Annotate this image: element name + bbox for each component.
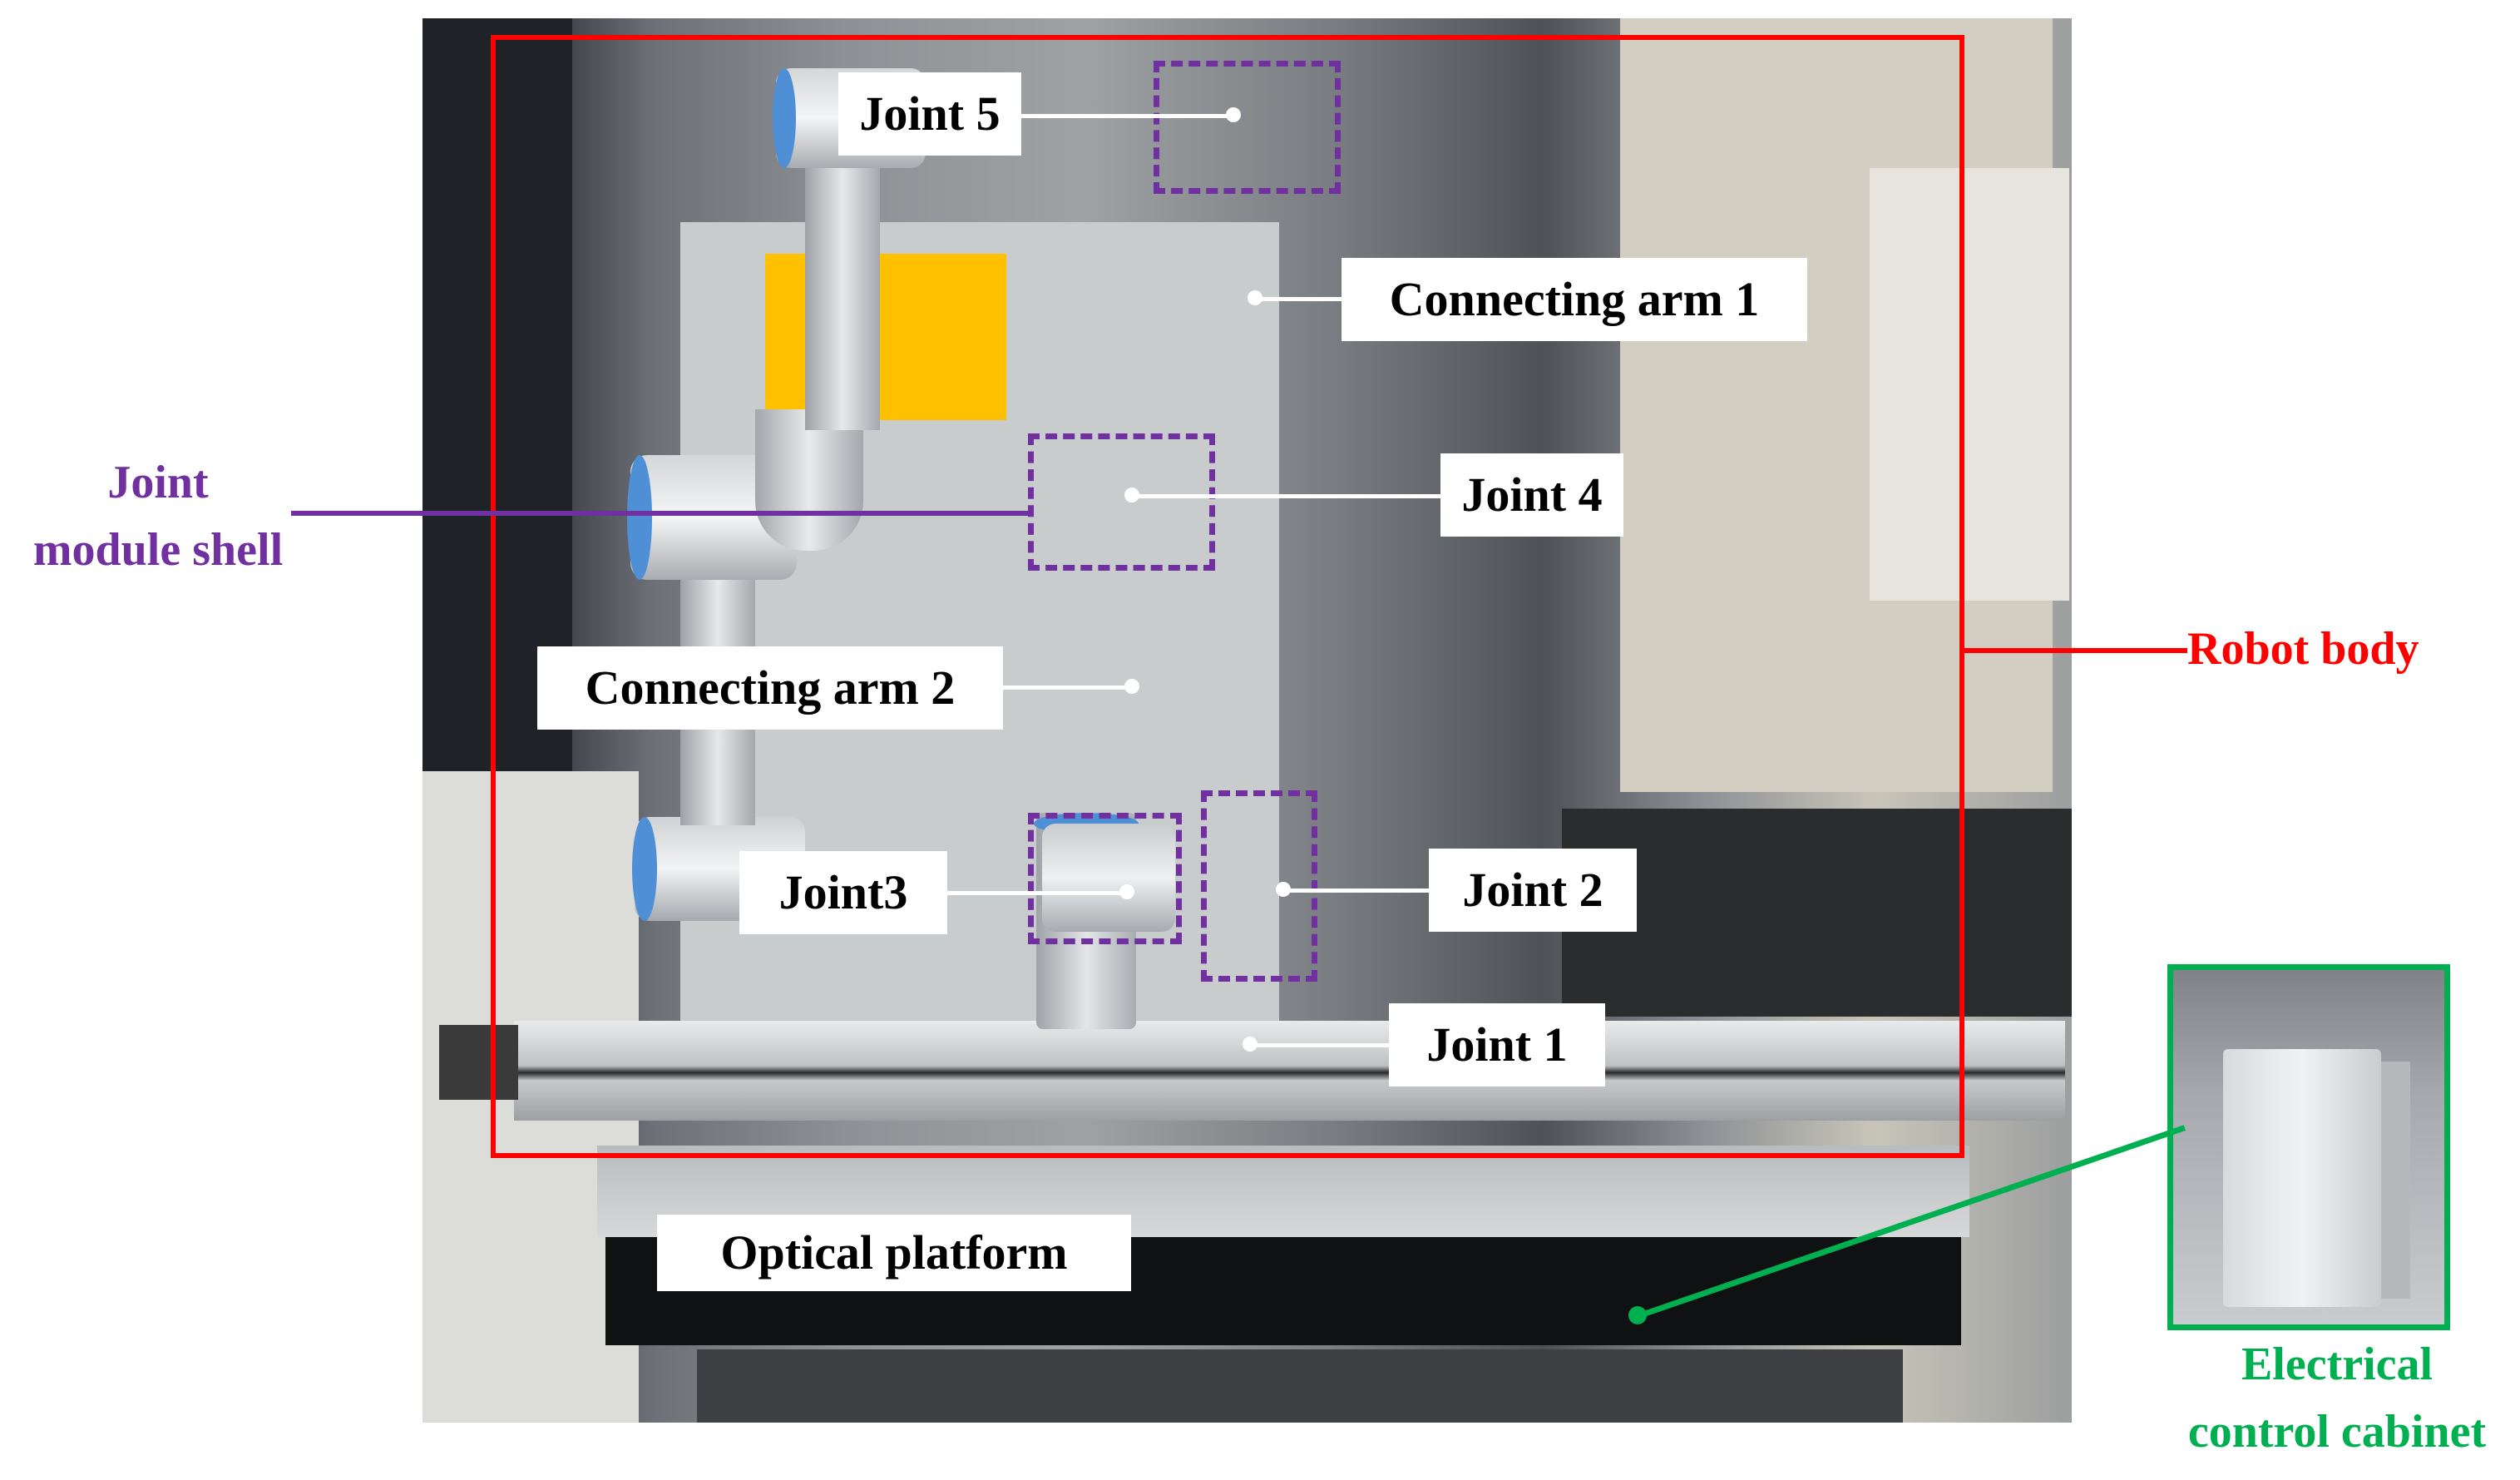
- connecting-arm1-leader: [1258, 297, 1342, 301]
- joint5-blue-cap: [773, 68, 796, 168]
- robot-body-leader: [1964, 648, 2187, 653]
- connecting-arm2-dot: [1124, 679, 1139, 694]
- joint-module-shell-line1: Joint: [107, 457, 209, 508]
- joint-module-shell-leader: [291, 511, 1031, 516]
- connecting-arm1-label: Connecting arm 1: [1342, 258, 1807, 341]
- robot-body-label: Robot body: [2187, 623, 2419, 675]
- cabinet-box: [2223, 1049, 2381, 1307]
- connecting-arm2-label: Connecting arm 2: [537, 646, 1003, 730]
- electrical-cabinet-dot: [1628, 1306, 1647, 1324]
- workbench-right: [1562, 809, 2072, 1017]
- joint2-shell-box: [1201, 790, 1317, 982]
- elbow-link: [755, 409, 863, 551]
- optical-platform-label: Optical platform: [657, 1215, 1131, 1291]
- electrical-cabinet-inset: [2167, 964, 2450, 1330]
- joint4-leader: [1135, 494, 1440, 498]
- joint2-leader: [1285, 888, 1429, 893]
- robot-body-frame: [491, 35, 1964, 1158]
- joint2-label: Joint 2: [1429, 849, 1637, 932]
- joint2-dot: [1276, 882, 1291, 897]
- joint5-shell-box: [1154, 61, 1341, 194]
- joint3-blue-cap: [632, 817, 657, 921]
- joint-module-shell-line2: module shell: [32, 524, 284, 577]
- joint1-leader: [1252, 1043, 1389, 1047]
- rail-motor: [439, 1025, 518, 1100]
- joint1-dot: [1243, 1037, 1258, 1052]
- joint3-label: Joint3: [739, 851, 947, 934]
- joint4-dot: [1124, 488, 1139, 502]
- joint1-label: Joint 1: [1389, 1003, 1605, 1086]
- joint4-blue-cap: [627, 455, 652, 580]
- joint3-leader: [947, 891, 1126, 895]
- joint-module-shell-label: Joint module shell: [25, 449, 291, 584]
- joint5-dot: [1226, 107, 1241, 122]
- joint3-dot: [1119, 884, 1134, 899]
- linear-rail: [514, 1021, 2065, 1121]
- electrical-cabinet-line1: Electrical: [2241, 1339, 2434, 1390]
- lab-photo: [422, 18, 2072, 1423]
- joint5-leader: [1021, 114, 1229, 118]
- joint3-shell-box: [1028, 813, 1182, 944]
- connecting-arm1-tube: [805, 147, 880, 430]
- connecting-arm1-dot: [1248, 290, 1262, 305]
- right-equipment: [1870, 168, 2069, 601]
- joint4-label: Joint 4: [1440, 453, 1623, 537]
- connecting-arm2-leader: [1003, 686, 1129, 690]
- electrical-cabinet-label: Electrical control cabinet: [2162, 1331, 2512, 1466]
- joint4-shell-box: [1028, 433, 1215, 571]
- electrical-cabinet-line2: control cabinet: [2187, 1406, 2487, 1458]
- cabinet-side: [2381, 1062, 2410, 1299]
- platform-feet: [697, 1349, 1903, 1423]
- joint5-label: Joint 5: [838, 72, 1021, 156]
- robot-joint3-body: [1042, 824, 1175, 932]
